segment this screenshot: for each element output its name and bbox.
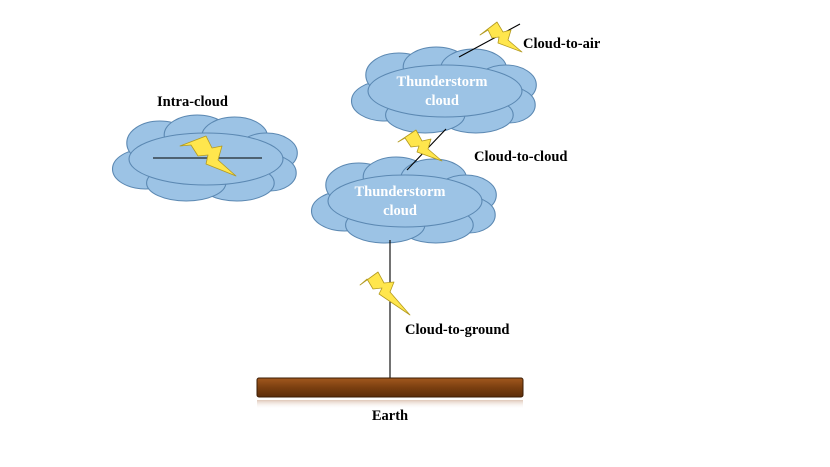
cloud-icon bbox=[350, 46, 537, 134]
cloud-to-air-label: Cloud-to-air bbox=[523, 36, 601, 52]
lower-thunderstorm-cloud bbox=[310, 156, 497, 244]
intra-cloud-label: Intra-cloud bbox=[157, 94, 228, 110]
lightning-bolt-icon bbox=[479, 21, 523, 53]
upper-thunderstorm-cloud bbox=[350, 46, 537, 134]
lower-cloud-label-line2: cloud bbox=[383, 203, 417, 219]
cloud-to-air-channel bbox=[458, 23, 521, 58]
cloud-to-cloud-label: Cloud-to-cloud bbox=[474, 149, 567, 165]
earth-label: Earth bbox=[372, 408, 408, 424]
earth-bar bbox=[256, 377, 524, 398]
lower-cloud-label-line1: Thunderstorm bbox=[354, 184, 445, 200]
lightning-bolt-icon bbox=[359, 271, 411, 316]
earth-reflection bbox=[257, 400, 523, 409]
upper-cloud-label-line2: cloud bbox=[425, 93, 459, 109]
lightning-bolt-icon bbox=[179, 135, 237, 177]
upper-cloud-label-line1: Thunderstorm bbox=[396, 74, 487, 90]
cloud-icon bbox=[310, 156, 497, 244]
cloud-to-ground-label: Cloud-to-ground bbox=[405, 322, 509, 338]
lightning-bolt-icon bbox=[397, 129, 443, 162]
